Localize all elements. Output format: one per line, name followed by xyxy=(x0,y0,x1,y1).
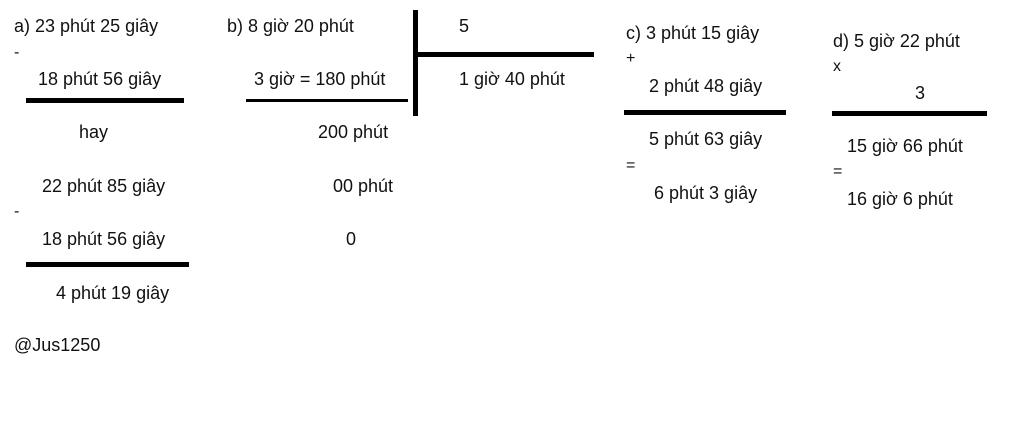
a-minus-sign-2: - xyxy=(14,203,20,220)
b-line4: 00 phút xyxy=(333,176,394,196)
b-division-bracket-vertical xyxy=(413,10,418,116)
a-line1: a) 23 phút 25 giây xyxy=(14,16,159,36)
a-underline-2 xyxy=(26,262,189,267)
c-line1: c) 3 phút 15 giây xyxy=(626,23,760,43)
d-equals-sign: = xyxy=(833,163,843,180)
b-line3: 200 phút xyxy=(318,122,389,142)
author-signature: @Jus1250 xyxy=(14,335,101,355)
a-line4: 18 phút 56 giây xyxy=(42,229,166,249)
b-underline xyxy=(246,99,408,102)
c-line2: 2 phút 48 giây xyxy=(649,76,763,96)
b-quotient: 1 giờ 40 phút xyxy=(459,69,565,89)
a-line3: 22 phút 85 giây xyxy=(42,176,166,196)
c-equals-sign: = xyxy=(626,157,636,174)
d-underline xyxy=(832,111,987,116)
d-line1: d) 5 giờ 22 phút xyxy=(833,31,960,51)
a-minus-sign-1: - xyxy=(14,44,20,61)
d-multiplier: 3 xyxy=(915,83,926,103)
b-line2: 3 giờ = 180 phút xyxy=(254,69,386,89)
d-times-sign: x xyxy=(833,58,841,75)
a-underline-1 xyxy=(26,98,184,103)
d-line2: 15 giờ 66 phút xyxy=(847,136,963,156)
a-result: 4 phút 19 giây xyxy=(56,283,170,303)
b-line5: 0 xyxy=(346,229,357,249)
a-hay-label: hay xyxy=(79,122,109,142)
b-divisor: 5 xyxy=(459,16,470,36)
c-result: 6 phút 3 giây xyxy=(654,183,758,203)
c-line3: 5 phút 63 giây xyxy=(649,129,763,149)
c-plus-sign: + xyxy=(626,50,636,67)
a-line2: 18 phút 56 giây xyxy=(38,69,162,89)
b-line1: b) 8 giờ 20 phút xyxy=(227,16,354,36)
c-underline xyxy=(624,110,786,115)
d-result: 16 giờ 6 phút xyxy=(847,189,953,209)
b-division-bracket-horizontal xyxy=(418,52,594,57)
